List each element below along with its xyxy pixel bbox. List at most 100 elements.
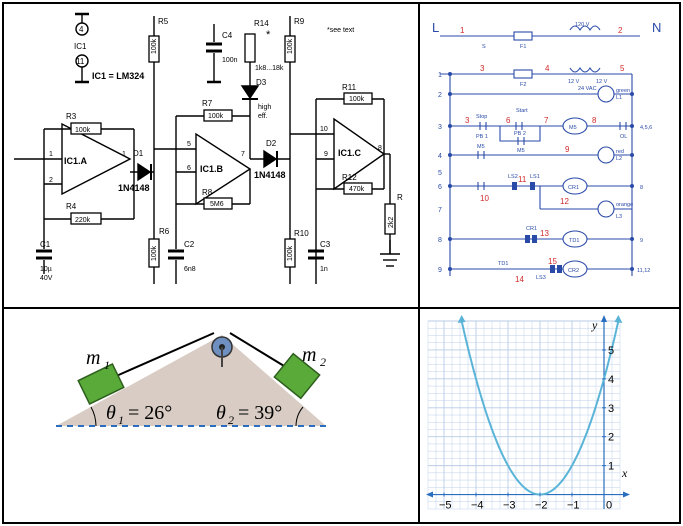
red-num-14: 14 [515, 275, 524, 284]
ic-note: IC1 = LM324 [92, 71, 144, 81]
lbl-m5-contact: M5 [477, 144, 485, 150]
r11-value: 100k [349, 96, 365, 103]
r9-resistor [284, 35, 296, 63]
r10-value: 100k [287, 245, 294, 261]
r11-label: R11 [342, 83, 357, 92]
rope [113, 332, 290, 378]
lbl-ls3: LS3 [536, 275, 546, 281]
r5-resistor [148, 35, 160, 63]
lbl-cr2-coil: CR2 [568, 268, 579, 274]
lbl-orange: orange [616, 202, 633, 208]
y-tick-label: 1 [608, 461, 614, 473]
red-num-12: 12 [560, 197, 569, 206]
r6-resistor [148, 238, 160, 268]
r7-resistor [203, 109, 233, 122]
opamp-schematic-panel: 4 11 IC1 IC1 = LM324 *see text IC1.A IC1… [2, 2, 420, 309]
curve-arrow-right [614, 315, 623, 323]
x-axis-label: x [621, 466, 628, 480]
pin-a-minus: 2 [49, 177, 53, 184]
lbl-s: S [482, 44, 486, 50]
pin-a-in: 1 [49, 151, 53, 158]
r10-resistor [284, 238, 296, 268]
rail-num-4: 4 [438, 153, 442, 160]
red-num-9: 9 [565, 145, 570, 154]
x-tick-label: −3 [503, 500, 516, 512]
c2-value: 6n8 [184, 266, 196, 273]
rail-num-2: 2 [438, 92, 442, 99]
lbl-24vac: 24 VAC [578, 86, 597, 92]
r8-resistor [203, 197, 233, 210]
m2-label: m [302, 344, 316, 366]
y-axis-arrow [601, 315, 607, 322]
red-num-10: 10 [480, 194, 489, 203]
theta2-value: = 39° [238, 402, 282, 424]
c4-value: 100n [222, 57, 238, 64]
ic-ref: IC1 [74, 42, 87, 51]
y-tick-label: 4 [608, 374, 614, 386]
theta1-value: = 26° [128, 402, 172, 424]
lbl-pb2: PB 2 [514, 131, 526, 137]
incline-diagram: m 1 m 2 θ 1 θ 2 = 26° = 39° [56, 332, 326, 427]
red-num-2: 2 [618, 26, 623, 35]
d3-note-eff: eff. [258, 113, 268, 120]
theta2-arc [295, 406, 304, 427]
graph-axes [426, 315, 630, 509]
d2-part: 1N4148 [254, 170, 286, 180]
lbl-start: Start [516, 108, 528, 114]
curve-arrow-left [457, 315, 466, 323]
wedge [56, 335, 326, 426]
r12-label: R12 [342, 173, 357, 182]
rail-num-3: 3 [438, 124, 442, 131]
red-num-11: 11 [518, 175, 527, 184]
rail-num-5: 5 [438, 170, 442, 177]
lbl-m5-coil: M5 [569, 125, 577, 131]
theta2-symbol: θ [216, 402, 226, 424]
rail-num-9: 9 [438, 267, 442, 274]
d1-label: D1 [133, 149, 144, 158]
r7-value: 100k [208, 113, 224, 120]
rail-num-6: 6 [438, 184, 442, 191]
pin-b-minus: 6 [187, 165, 191, 172]
lbl-12va: 12 V [568, 79, 580, 85]
r9-label: R9 [294, 17, 305, 26]
r-value: 2k2 [388, 217, 395, 228]
lbl-td1-contact: TD1 [498, 261, 508, 267]
y-tick-label: 5 [608, 345, 614, 357]
c1-voltage: 40V [40, 275, 53, 282]
r-label: R [397, 193, 403, 202]
r11-resistor [343, 92, 373, 105]
r3-label: R3 [66, 112, 77, 121]
red-num-8: 8 [592, 116, 597, 125]
r12-resistor [343, 182, 373, 195]
opamp-schematic: 4 11 IC1 IC1 = LM324 *see text IC1.A IC1… [14, 12, 403, 284]
ic-pin-4: 4 [79, 25, 84, 34]
graph-grid [427, 320, 621, 510]
theta2-subscript: 2 [228, 413, 234, 427]
m1-label: m [86, 347, 100, 369]
red-num-5: 5 [620, 64, 625, 73]
theta1-symbol: θ [106, 402, 116, 424]
c1-value: 10µ [40, 266, 52, 273]
lbl-ol-ref: 4,5,6 [640, 125, 652, 131]
lbl-red: red [616, 149, 624, 155]
r4-label: R4 [66, 202, 77, 211]
lbl-cr1-contact: CR1 [526, 226, 537, 232]
ic-pin-11: 11 [76, 57, 85, 66]
c1-label: C1 [40, 240, 51, 249]
lbl-ls1: LS1 [530, 174, 540, 180]
lbl-ls2: LS2 [508, 174, 518, 180]
c3-value: 1n [320, 266, 328, 273]
red-num-3b: 3 [465, 116, 470, 125]
see-text-note: *see text [327, 27, 354, 34]
red-num-7: 7 [544, 116, 549, 125]
lbl-f2: F2 [520, 82, 526, 88]
lbl-ol: OL [620, 134, 627, 140]
x-tick-label: −4 [471, 500, 484, 512]
r14-label: R14 [254, 19, 269, 28]
lbl-m5-b: M5 [517, 148, 525, 154]
d2-label: D2 [266, 139, 277, 148]
red-num-13: 13 [540, 229, 549, 238]
x-tick-label: −5 [439, 500, 452, 512]
